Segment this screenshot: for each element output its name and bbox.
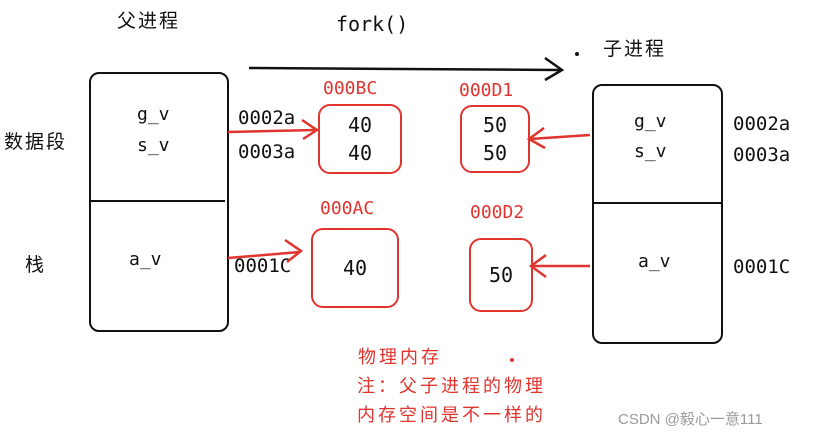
child-var-g: g_v [634, 111, 667, 132]
mem-value: 50 [482, 113, 508, 137]
parent-process-title: 父进程 [117, 10, 181, 32]
parent-var-g: g_v [137, 104, 170, 125]
mem-label-parent-stack: 000AC [320, 198, 375, 219]
parent-process-box [89, 72, 229, 332]
arrow-child-stack [528, 253, 590, 279]
mem-value: 40 [347, 113, 373, 137]
mem-label-parent-data: 000BC [323, 78, 378, 99]
child-addr-g: 0002a [733, 113, 791, 135]
child-addr-s: 0003a [733, 144, 791, 166]
mem-label-child-stack: 000D2 [470, 202, 525, 223]
watermark: CSDN @毅心一意111 [618, 411, 763, 428]
mem-box-child-stack: 50 [469, 238, 533, 312]
fork-arrow [248, 56, 565, 82]
mem-value: 40 [342, 256, 368, 280]
mem-box-parent-stack: 40 [311, 228, 399, 308]
parent-addr-g: 0002a [238, 107, 296, 129]
mem-value: 50 [488, 263, 514, 287]
child-divider [594, 202, 721, 204]
child-process-box [592, 84, 723, 344]
dot-mark [575, 52, 579, 56]
stack-label: 栈 [25, 254, 47, 276]
mem-box-parent-data: 40 40 [318, 104, 402, 174]
parent-addr-s: 0003a [238, 141, 296, 163]
mem-label-child-data: 000D1 [459, 80, 514, 101]
child-addr-a: 0001C [733, 256, 791, 278]
arrow-parent-stack [227, 238, 304, 263]
note-physical-memory: 物理内存 [358, 347, 442, 368]
arrow-parent-data [227, 118, 320, 141]
parent-divider [91, 200, 225, 202]
note-dot [510, 358, 514, 362]
parent-addr-a: 0001C [234, 255, 292, 277]
child-var-a: a_v [638, 251, 671, 272]
note-line-2: 内存空间是不一样的 [357, 405, 546, 426]
note-line-1: 注：父子进程的物理 [357, 376, 546, 397]
parent-var-s: s_v [137, 135, 170, 156]
data-segment-label: 数据段 [4, 131, 68, 153]
child-var-s: s_v [634, 141, 667, 162]
mem-value: 50 [482, 141, 508, 165]
parent-var-a: a_v [129, 249, 162, 270]
mem-value: 40 [347, 141, 373, 165]
fork-label: fork() [336, 12, 409, 36]
arrow-child-data [526, 126, 591, 150]
child-process-title: 子进程 [603, 38, 667, 60]
